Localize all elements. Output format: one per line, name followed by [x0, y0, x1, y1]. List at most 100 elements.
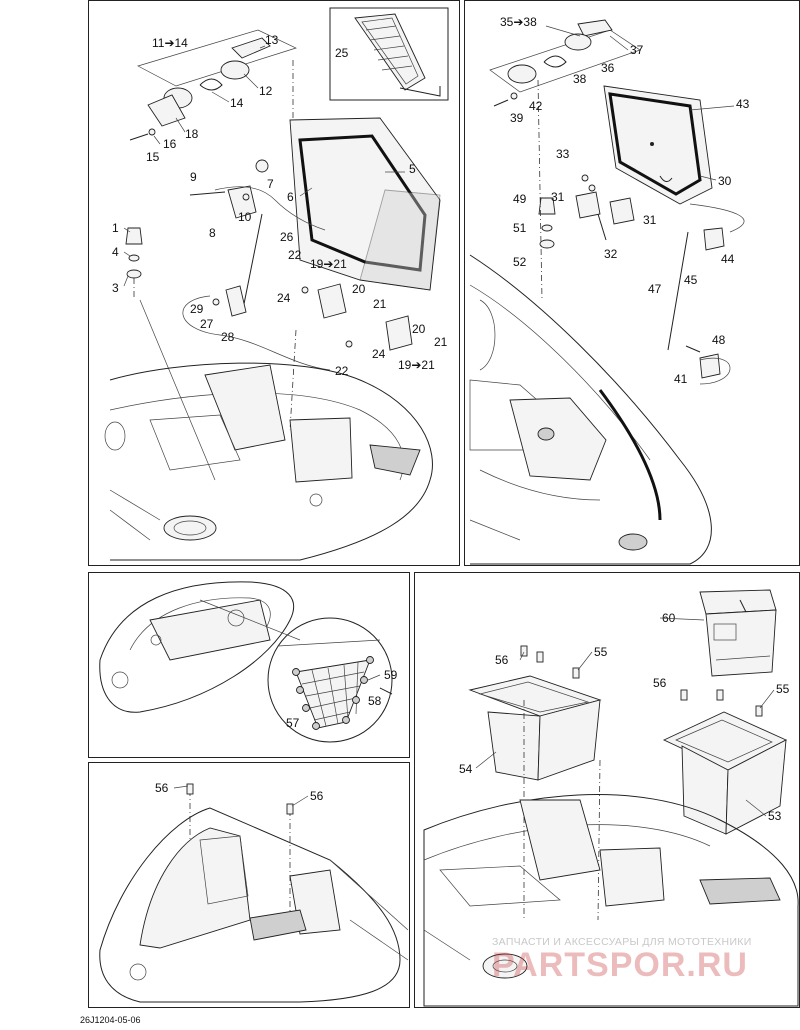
label-41: 41 — [674, 372, 688, 386]
hull-hatch — [163, 515, 217, 541]
door-seal-43 — [608, 92, 702, 196]
storage-net-57 — [295, 659, 371, 729]
label-45: 45 — [684, 273, 698, 287]
label-9: 9 — [190, 170, 197, 184]
label-4: 4 — [112, 245, 119, 259]
hull-body-left — [109, 362, 433, 561]
label-55b: 55 — [776, 682, 790, 696]
hull-body-right — [469, 254, 712, 565]
label-37: 37 — [630, 43, 644, 57]
hull-bottom-left — [99, 807, 401, 1003]
watermark-tagline: ЗАПЧАСТИ И АКСЕССУАРЫ ДЛЯ МОТОТЕХНИКИ — [492, 936, 752, 948]
storage-door-30 — [603, 85, 713, 205]
bumper-1 — [125, 227, 143, 245]
label-7: 7 — [267, 177, 274, 191]
hull-bottom-right — [423, 794, 799, 1007]
label-16: 16 — [163, 137, 177, 151]
label-43: 43 — [736, 97, 750, 111]
label-20a: 20 — [352, 282, 366, 296]
label-25: 25 — [335, 46, 349, 60]
storage-bin-53 — [662, 711, 788, 835]
hinge-plate — [220, 60, 250, 80]
label-53: 53 — [768, 809, 782, 823]
label-35-38: 35➔38 — [500, 15, 537, 29]
label-6: 6 — [287, 190, 294, 204]
label-36: 36 — [601, 61, 615, 75]
label-55a: 55 — [594, 645, 608, 659]
top-left-drawing — [104, 7, 449, 561]
drawing-reference-code: 26J1204-05-06 — [80, 1015, 141, 1025]
label-49: 49 — [513, 192, 527, 206]
label-10: 10 — [238, 210, 252, 224]
label-57: 57 — [286, 716, 300, 730]
bracket-19b — [385, 315, 413, 351]
bracket-19a — [317, 283, 347, 319]
label-42: 42 — [529, 99, 543, 113]
label-31a: 31 — [551, 190, 565, 204]
label-30: 30 — [718, 174, 732, 188]
label-22a: 22 — [288, 248, 302, 262]
cooler-60 — [699, 589, 777, 677]
inset-storage-door — [354, 13, 426, 91]
label-3: 3 — [112, 281, 119, 295]
label-19-21b: 19➔21 — [398, 358, 435, 372]
label-8: 8 — [209, 226, 216, 240]
label-12: 12 — [259, 84, 273, 98]
storage-bin-54 — [468, 675, 602, 781]
label-22b: 22 — [335, 364, 349, 378]
bracket-27 — [225, 285, 247, 317]
bumper-7 — [255, 159, 269, 173]
label-1: 1 — [112, 221, 119, 235]
hinge-arm — [231, 37, 271, 59]
label-5: 5 — [409, 162, 416, 176]
label-48: 48 — [712, 333, 726, 347]
callout-labels: 11➔14 13 12 14 18 16 15 25 5 6 7 9 8 10 … — [112, 15, 790, 823]
label-24b: 24 — [372, 347, 386, 361]
label-51: 51 — [513, 221, 527, 235]
bottom-right-drawing — [423, 589, 799, 1007]
label-59: 59 — [384, 668, 398, 682]
label-39: 39 — [510, 111, 524, 125]
screw-56a — [186, 783, 194, 795]
label-28: 28 — [221, 330, 235, 344]
hinge-group-bracket — [137, 29, 297, 87]
label-56a: 56 — [495, 653, 509, 667]
label-56c: 56 — [155, 781, 169, 795]
label-18: 18 — [185, 127, 199, 141]
label-24a: 24 — [277, 291, 291, 305]
spring-clip — [199, 78, 223, 91]
net-fasteners — [292, 656, 374, 730]
label-56d: 56 — [310, 789, 324, 803]
detail-circle — [267, 617, 393, 743]
label-60: 60 — [662, 611, 676, 625]
label-14: 14 — [230, 96, 244, 110]
gas-strut-47 — [667, 231, 689, 351]
label-52: 52 — [513, 255, 527, 269]
label-56b: 56 — [653, 676, 667, 690]
top-right-drawing — [469, 19, 745, 565]
label-15: 15 — [146, 150, 160, 164]
label-19-21a: 19➔21 — [310, 257, 347, 271]
inset-box — [329, 7, 449, 101]
gas-strut-26 — [243, 213, 263, 305]
hull-storage-well — [204, 364, 286, 451]
label-58: 58 — [368, 694, 382, 708]
latch-plate-8 — [227, 185, 257, 219]
label-21b: 21 — [434, 335, 448, 349]
label-20b: 20 — [412, 322, 426, 336]
label-54: 54 — [459, 762, 473, 776]
label-29: 29 — [190, 302, 204, 316]
label-33: 33 — [556, 147, 570, 161]
label-21a: 21 — [373, 297, 387, 311]
leader-lines — [123, 25, 775, 817]
watermark-logo: PARTSPOR.RU — [492, 946, 748, 984]
middle-left-drawing — [99, 581, 393, 743]
boat-overview — [99, 581, 295, 713]
hull-storage-well-right — [509, 397, 607, 481]
bottom-left-drawing — [99, 783, 409, 1003]
screw-56b — [286, 803, 294, 815]
label-13: 13 — [265, 33, 279, 47]
label-11-14: 11➔14 — [152, 36, 188, 50]
label-32: 32 — [604, 247, 618, 261]
